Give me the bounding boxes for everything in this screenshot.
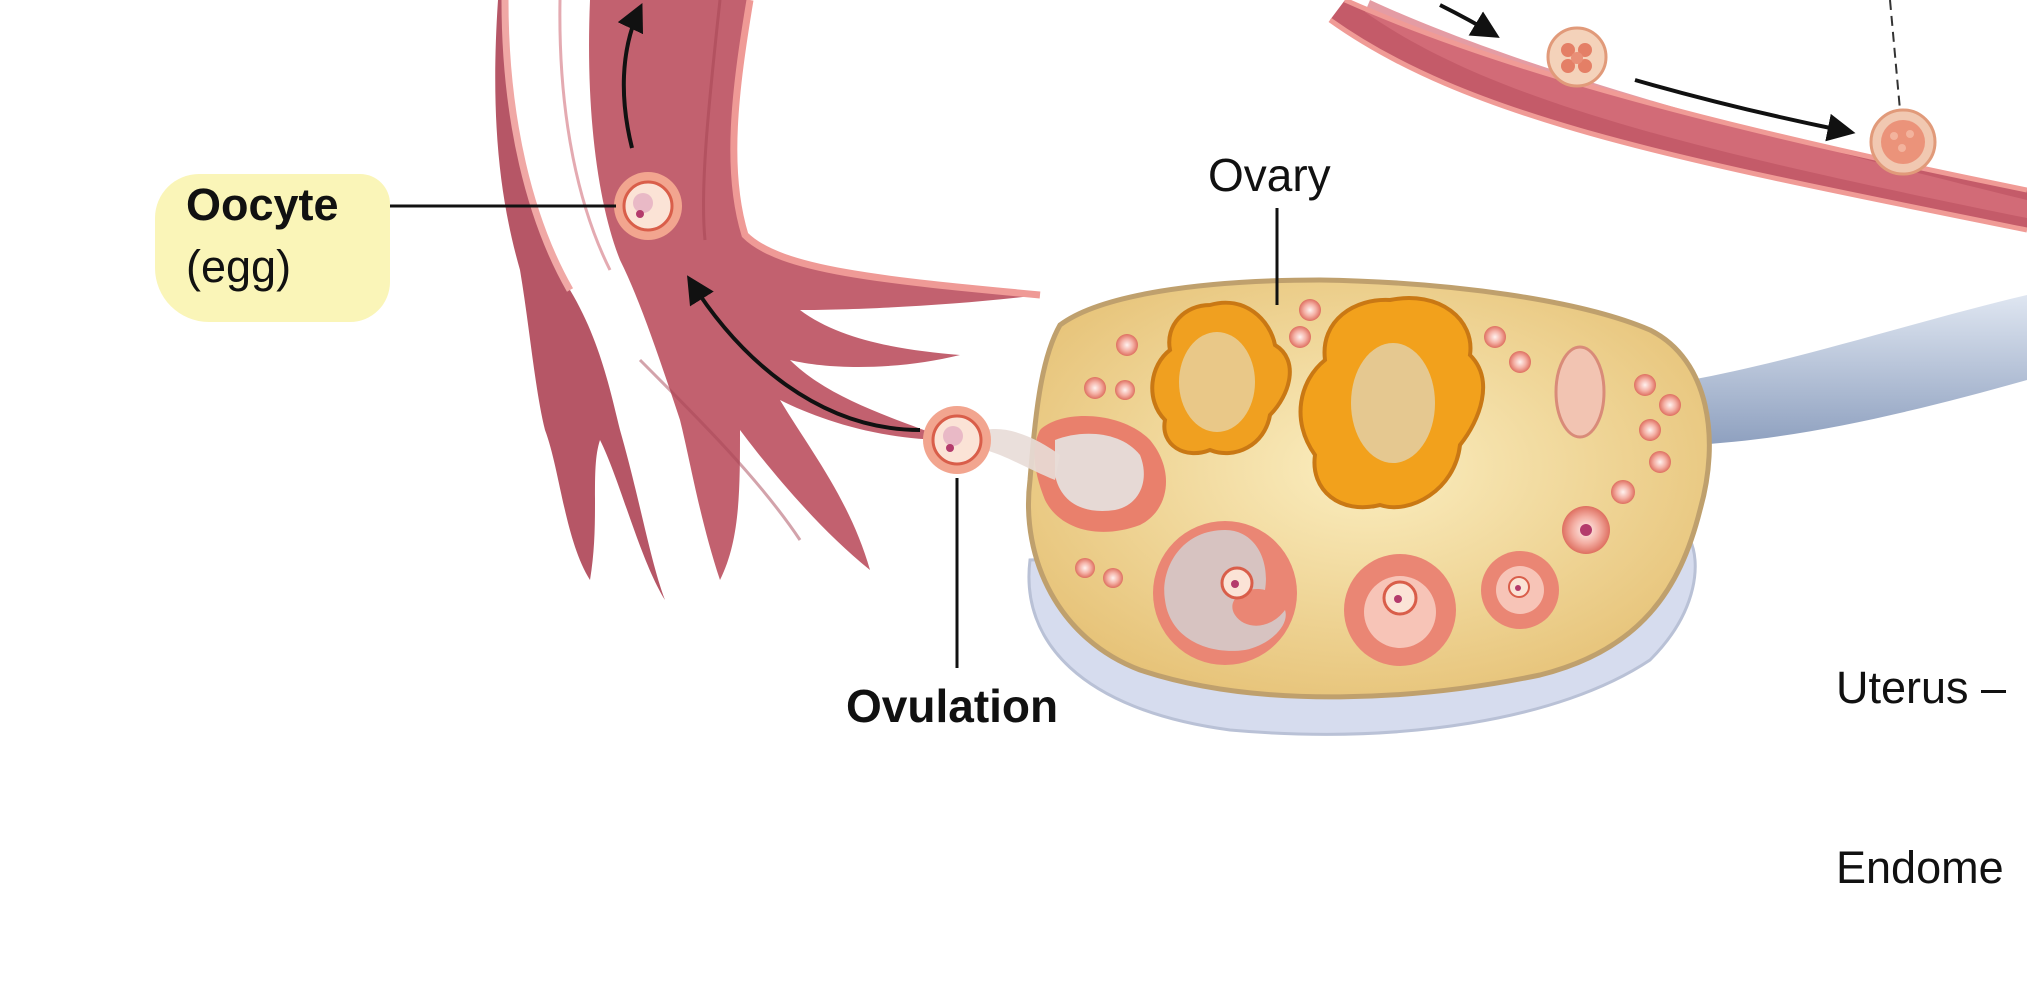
embryo-icon <box>1869 108 1937 176</box>
label-ovary: Ovary <box>1208 149 1331 201</box>
primordial-follicles <box>1075 299 1681 588</box>
follicle <box>1554 345 1606 439</box>
corpus-luteum <box>1150 300 1292 456</box>
follicle <box>1562 506 1610 554</box>
follicle <box>1344 554 1456 666</box>
released-oocyte-icon <box>923 406 991 474</box>
embryo-icon <box>1546 26 1608 88</box>
label-ovulation: Ovulation <box>846 680 1059 732</box>
arrow-icon <box>687 275 921 432</box>
oocyte-label-highlight <box>155 174 390 322</box>
oocyte-icon <box>614 172 682 240</box>
arrow-icon <box>1439 3 1500 38</box>
corpus-luteum <box>1298 296 1486 510</box>
follicle <box>1153 521 1297 665</box>
label-egg: (egg) <box>186 241 292 292</box>
arrow-icon <box>617 2 644 149</box>
leader-line <box>1889 0 1901 111</box>
label-uterus: Uterus – <box>1836 662 2007 713</box>
label-endometrium: Endome <box>1836 842 2004 893</box>
label-oocyte: Oocyte <box>186 179 339 230</box>
ligament <box>1690 295 2027 445</box>
arrow-icon <box>1634 78 1856 142</box>
ruptured-follicle <box>985 416 1167 532</box>
follicle <box>1481 551 1559 629</box>
